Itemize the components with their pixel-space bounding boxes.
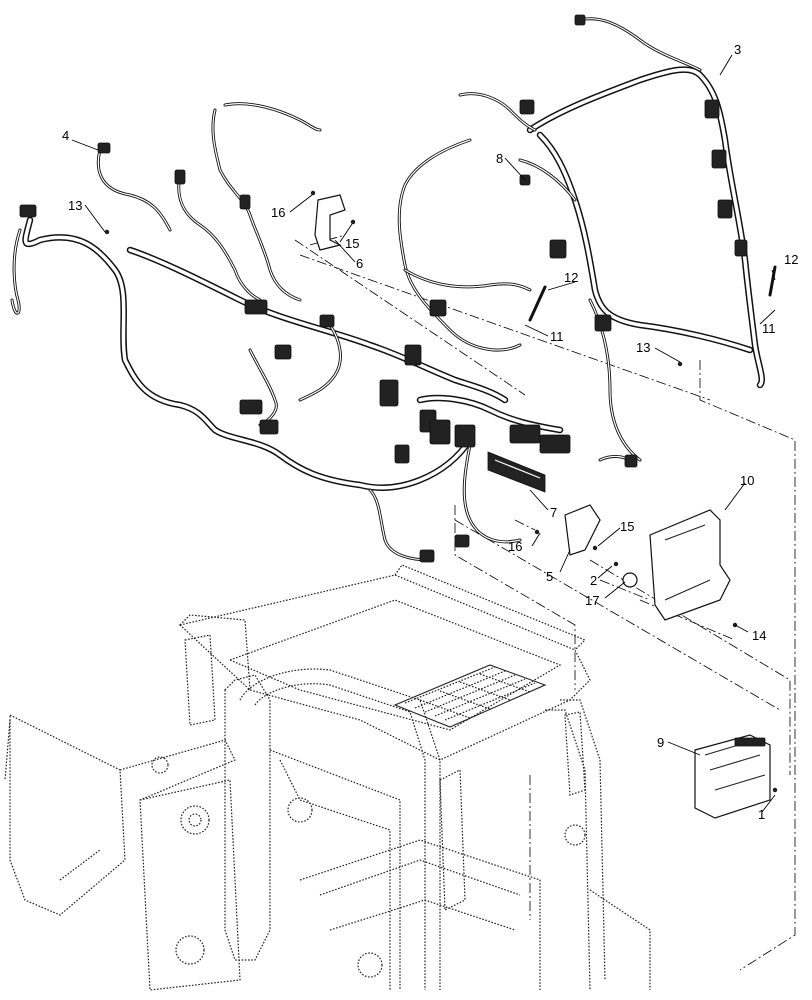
callout-14: 14 <box>752 628 766 643</box>
callout-12-right: 12 <box>784 252 798 267</box>
callout-3: 3 <box>734 42 741 57</box>
callout-15-top: 15 <box>345 236 359 251</box>
main-harness-junction <box>416 394 571 454</box>
decal-label <box>487 451 546 493</box>
callout-7: 7 <box>550 505 557 520</box>
ecu-mounting-bracket <box>649 509 731 621</box>
hardware-parts <box>104 190 778 819</box>
callout-13-left: 13 <box>68 198 82 213</box>
callout-11-center: 11 <box>550 329 564 344</box>
callout-13-right: 13 <box>636 340 650 355</box>
callout-16-bottom: 16 <box>508 539 522 554</box>
callout-1: 1 <box>758 807 765 822</box>
callout-15-bottom: 15 <box>620 519 634 534</box>
callout-numbers: 3 4 13 16 15 6 8 12 12 11 11 13 10 7 16 … <box>62 42 798 822</box>
machine-frame <box>4 564 651 991</box>
cab-harness <box>397 14 765 468</box>
callout-6: 6 <box>356 256 363 271</box>
callout-17: 17 <box>585 593 599 608</box>
callout-10: 10 <box>740 473 754 488</box>
leader-lines <box>71 54 776 813</box>
roof-vent <box>393 664 547 728</box>
bracket-6 <box>314 194 346 251</box>
callout-11-right: 11 <box>762 321 776 336</box>
callout-4: 4 <box>62 128 69 143</box>
bracket-5 <box>564 504 601 556</box>
callout-9: 9 <box>657 735 664 750</box>
front-chassis-harness <box>10 102 522 563</box>
callout-8: 8 <box>496 151 503 166</box>
callout-5: 5 <box>546 569 553 584</box>
callout-16-top: 16 <box>271 205 285 220</box>
callout-2: 2 <box>590 573 597 588</box>
control-module <box>694 734 771 819</box>
callout-12-center: 12 <box>564 270 578 285</box>
